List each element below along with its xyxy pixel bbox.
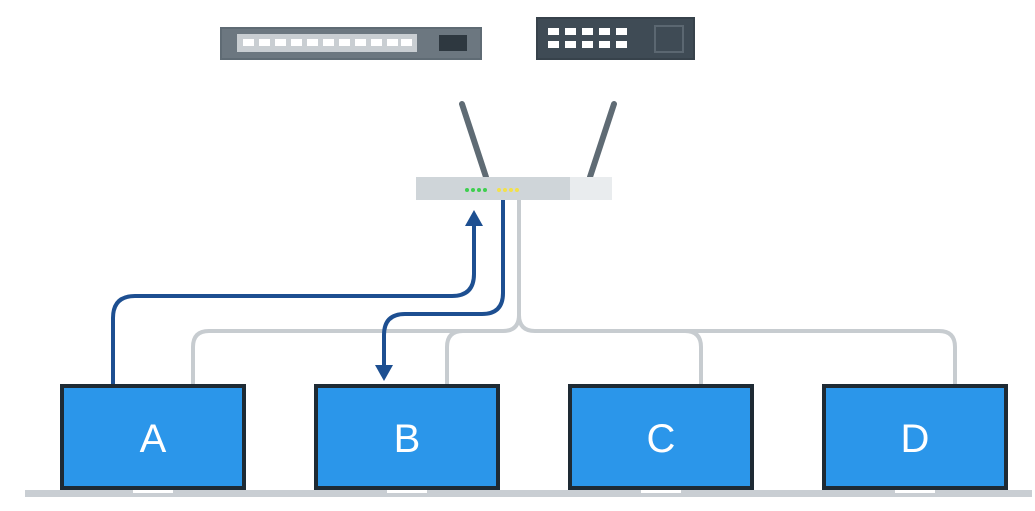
laptop-label-a: A — [140, 417, 167, 461]
router-yellow-leds — [497, 188, 519, 192]
arrowhead-down — [375, 365, 393, 381]
laptop-label-c: C — [647, 417, 676, 461]
network-hub-icon — [220, 27, 482, 60]
network-switch-icon — [536, 17, 695, 60]
laptop-b: B — [279, 384, 535, 497]
wireless-router-icon — [416, 101, 617, 200]
laptop-a: A — [25, 384, 281, 497]
laptop-c: C — [533, 384, 789, 497]
ethernet-cables — [191, 196, 957, 387]
laptop-label-b: B — [394, 417, 421, 461]
flow-arrow-a-to-router — [111, 210, 483, 385]
hub-ports — [243, 39, 412, 46]
router-green-leds — [465, 188, 487, 192]
laptop-label-d: D — [901, 417, 930, 461]
flow-arrow-router-to-b — [375, 200, 505, 381]
arrowhead-up — [465, 210, 483, 226]
laptop-d: D — [787, 384, 1032, 497]
switch-ports — [548, 28, 627, 48]
